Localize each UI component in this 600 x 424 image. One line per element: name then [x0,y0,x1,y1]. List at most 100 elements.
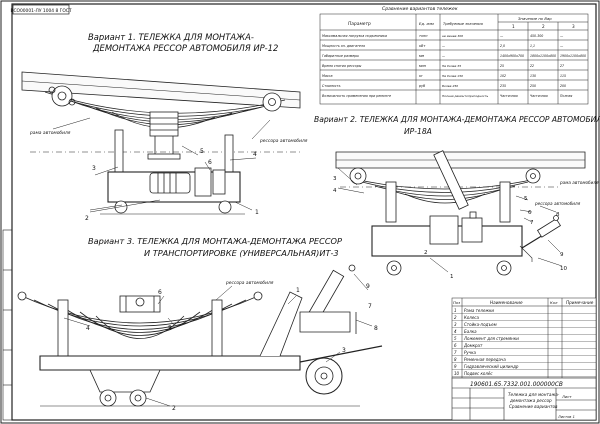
v2-hydraulic-cylinder [433,150,469,210]
comparison-table-rows: Максимальная нагрузка подъемника тонн не м… [322,34,586,98]
v3-leaf-spring [21,295,259,339]
parts-list-cell: Ременная передача [464,357,506,362]
comparison-table-cell: мм [419,54,425,58]
ct-header-v2: 2 [542,24,545,29]
comparison-table-cell: — [442,44,445,48]
comparison-table-cell: 22 [530,64,534,68]
v3-upright-right [211,299,223,357]
parts-list-cell: 10 [454,371,460,376]
comparison-table-cell: 115 [560,74,566,78]
parts-list-cell: Подвес колёс [464,371,493,376]
ct-header-param: Параметр [348,21,371,27]
v1-wheel-left [114,200,128,214]
variant-1-drawing [21,71,301,215]
comparison-table-cell: Не более 150 [442,74,463,78]
comparison-table-cell: 2,0 [500,44,505,48]
v1-callout-6: 6 [208,159,212,166]
v3-lift-arm [299,311,351,333]
v3-callout-1: 1 [296,287,300,294]
ct-header-v3: 3 [572,24,575,29]
corner-stamp-box [12,4,70,15]
comparison-table-cell: Возможность применения при ремонте [322,94,391,98]
v3-handle [299,345,383,363]
v1-callout-4: 4 [253,151,257,158]
left-stamp-strip [2,229,13,421]
comparison-table: Сравнение вариантов тележек Параметр Ед.… [319,6,589,105]
comparison-table-cell: 250 [530,84,536,88]
pl-header-name: Наименование [490,300,523,305]
v2-callout-8: 8 [556,212,560,218]
v1-front-hanger [51,85,73,107]
v2-callout-3: 3 [333,176,337,182]
comparison-table-cell: не менее 300 [442,34,463,38]
v2-wheel-right [496,260,512,276]
variant-1-title-line-2: ДЕМОНТАЖА РЕССОР АВТОМОБИЛЯ ИР-12 [92,43,278,53]
v1-frame-callout: рама автомобиля [29,130,71,136]
comparison-table-cell: Стоимость [322,84,341,88]
comparison-table-cell: руб [418,84,425,88]
comparison-table-cell: кг [419,74,423,78]
parts-list-cell: 9 [454,364,457,369]
parts-list-cell: 2 [454,315,457,320]
v3-callout-8: 8 [374,325,378,332]
parts-list-cell: Ручка [464,350,477,355]
v1-vehicle-frame [21,71,301,109]
v3-spring-eye-right [253,291,263,301]
title-block-name-1: Тележка для монтажа- [508,392,560,397]
ct-header-required: Требуемые значения [443,22,484,26]
comparison-table-cell: 450-300 [530,34,543,38]
parts-list-cell: 1 [454,308,457,313]
v2-cart-upright-left [385,181,397,223]
variant-3-drawing [17,264,383,407]
v1-callout-1: 1 [255,209,259,216]
comparison-table-cell: Мощность эл. двигателя [322,44,365,48]
comparison-table-cell: кВт [419,44,426,48]
v1-callout-5: 5 [200,148,204,155]
title-block-sheet: Лист [561,394,572,399]
parts-list-cell: 5 [454,336,457,341]
comparison-table-cell: тонн [419,34,428,38]
sheet-inner-border [11,3,597,421]
v3-upright-left [57,299,69,357]
v3-rear-wheel-2 [129,389,147,407]
title-block-sheets: Листов 1 [557,415,575,419]
parts-list-cell: 4 [454,329,457,334]
comparison-table-cell: 102 [500,74,506,78]
ct-header-v1: 1 [512,24,515,29]
v2-callout-7: 7 [530,220,534,226]
comparison-table-cell: Частичная [500,94,518,98]
parts-list-cell: Рама тележки [464,308,494,313]
v3-callout-6: 6 [158,289,162,296]
v2-callout-9: 9 [560,252,564,258]
v2-wheel-left [386,260,402,276]
comparison-table-cell: Масса [322,74,333,78]
parts-list-cell: Балка [464,329,477,334]
comparison-table-cell: Габаритные размеры [322,54,359,58]
comparison-table-cell: Более 250 [442,84,458,88]
v2-frame-callout: рама автомобиля [559,180,599,185]
comparison-table-cell: 25 [500,64,504,68]
comparison-table-cell: Максимальная нагрузка подъемника [322,34,387,38]
comparison-table-cell: 1400x900x700 [500,54,524,58]
pl-header-qty: Кол [550,300,558,305]
v3-callout-9: 9 [366,283,370,290]
variant-3-title-line-2: И ТРАНСПОРТИРОВКЕ (УНИВЕРСАЛЬНАЯ)ИТ-3 [144,248,339,258]
comparison-table-cell: 1900x1100x800 [560,54,586,58]
variant-2-drawing [335,150,586,276]
v2-callout-6: 6 [528,210,532,216]
v2-callout-4: 4 [333,188,337,194]
parts-list-cell: 7 [454,350,457,355]
comparison-table-cell: 235 [500,84,506,88]
v3-spring-callout: рессора автомобиля [225,280,274,286]
comparison-table-cell: Не более 35 [442,64,461,68]
v2-callout-10: 10 [560,266,567,272]
comparison-table-cell: — [560,44,564,48]
comparison-table-cell: мин [419,64,427,68]
v1-gear-unit [194,167,212,197]
v3-callout-5: 5 [168,325,172,332]
v1-right-upright [224,134,234,174]
v2-callout-5: 5 [524,196,528,202]
